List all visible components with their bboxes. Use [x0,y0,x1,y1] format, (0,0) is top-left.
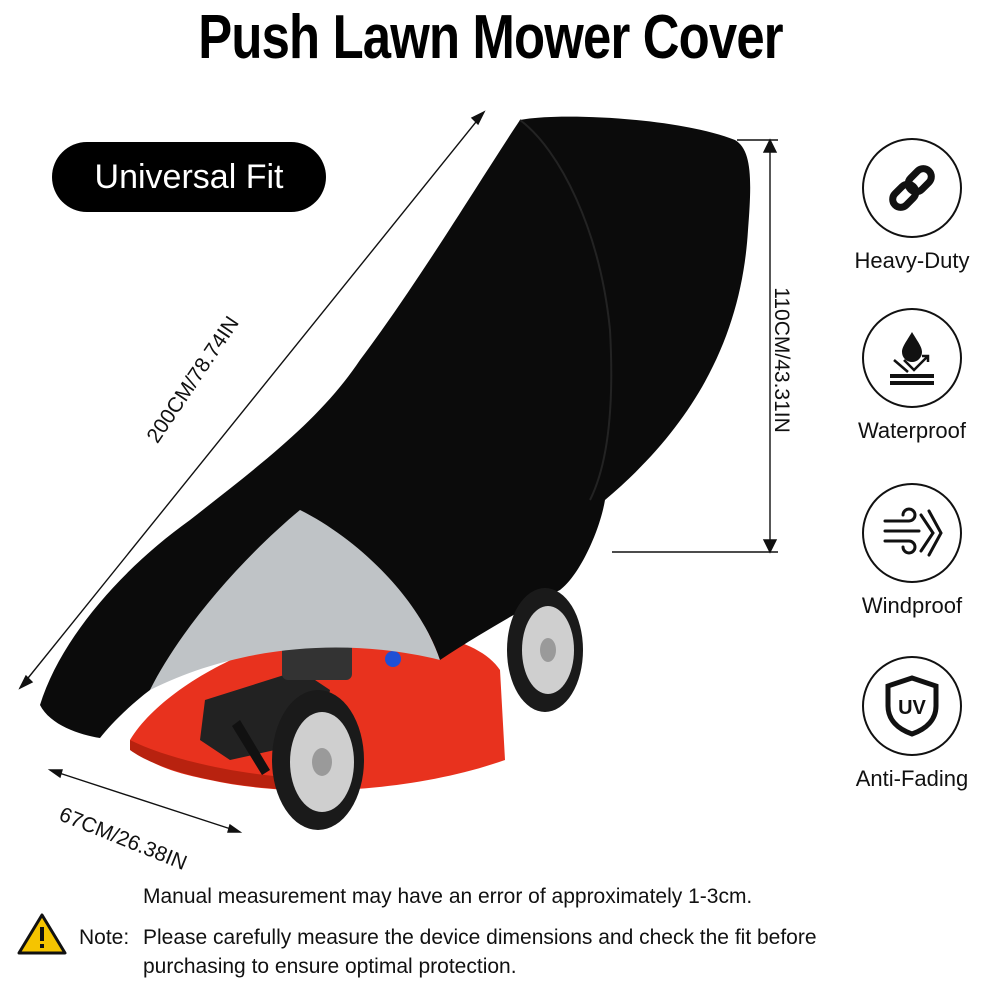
cover-lining [150,510,440,690]
wind-icon [883,507,943,557]
feature-heavy-duty: Heavy-Duty [842,138,981,274]
feature-windproof: Windproof [842,483,981,619]
feature-label: Waterproof [857,418,966,443]
feature-waterproof: Waterproof [842,308,981,444]
svg-text:UV: UV [898,697,926,719]
dimension-lines [18,110,778,833]
feature-label: Heavy-Duty [854,248,970,273]
page-title: Push Lawn Mower Cover [198,3,783,72]
feature-label: Anti-Fading [855,766,969,791]
measurement-note: Manual measurement may have an error of … [143,885,753,908]
feature-anti-fading: UV Anti-Fading [842,656,981,792]
front-wheel [272,690,364,830]
warning-icon [17,913,67,955]
water-drop-icon [890,332,934,385]
height-dimension-label: 110CM/43.31IN [769,287,793,433]
cover [40,116,751,739]
note-prefix: Note: [79,926,130,949]
universal-fit-badge: Universal Fit [52,142,326,212]
rear-wheel [507,588,583,712]
uv-shield-icon: UV [885,675,939,737]
fit-note-line-2: purchasing to ensure optimal protection. [143,955,517,978]
fit-note-line-1: Please carefully measure the device dime… [143,926,817,949]
chain-link-icon [889,165,935,211]
feature-label: Windproof [861,593,963,618]
